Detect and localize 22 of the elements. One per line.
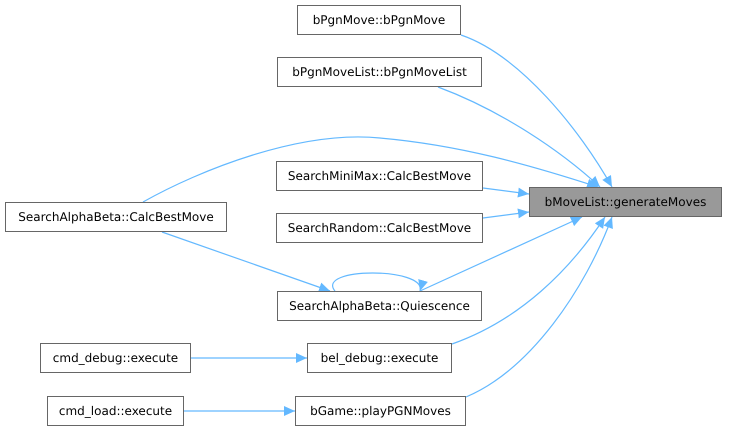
arrow <box>184 406 295 416</box>
function-box: SearchAlphaBeta::CalcBestMove <box>5 202 227 232</box>
function-box: bGame::playPGNMoves <box>295 396 466 426</box>
highlighted-function-box: bMoveList::generateMoves <box>529 187 722 217</box>
arrow <box>482 187 530 198</box>
function-box: SearchAlphaBeta::Quiescence <box>277 291 482 321</box>
function-box: bel_debug::execute <box>307 343 452 373</box>
arrow <box>162 231 330 292</box>
function-box: SearchMiniMax::CalcBestMove <box>276 161 483 191</box>
arrow <box>438 86 600 188</box>
arrow <box>482 208 530 219</box>
function-box: cmd_debug::execute <box>40 343 191 373</box>
arrow <box>466 216 613 398</box>
arrow <box>142 136 598 203</box>
function-box: cmd_load::execute <box>47 396 184 426</box>
function-box: bPgnMove::bPgnMove <box>297 5 461 35</box>
arrow <box>460 34 613 188</box>
function-box: SearchRandom::CalcBestMove <box>276 213 483 243</box>
arrow <box>452 216 606 345</box>
function-box: bPgnMoveList::bPgnMoveList <box>277 57 482 87</box>
arrow <box>191 353 307 363</box>
arrow <box>420 216 582 292</box>
